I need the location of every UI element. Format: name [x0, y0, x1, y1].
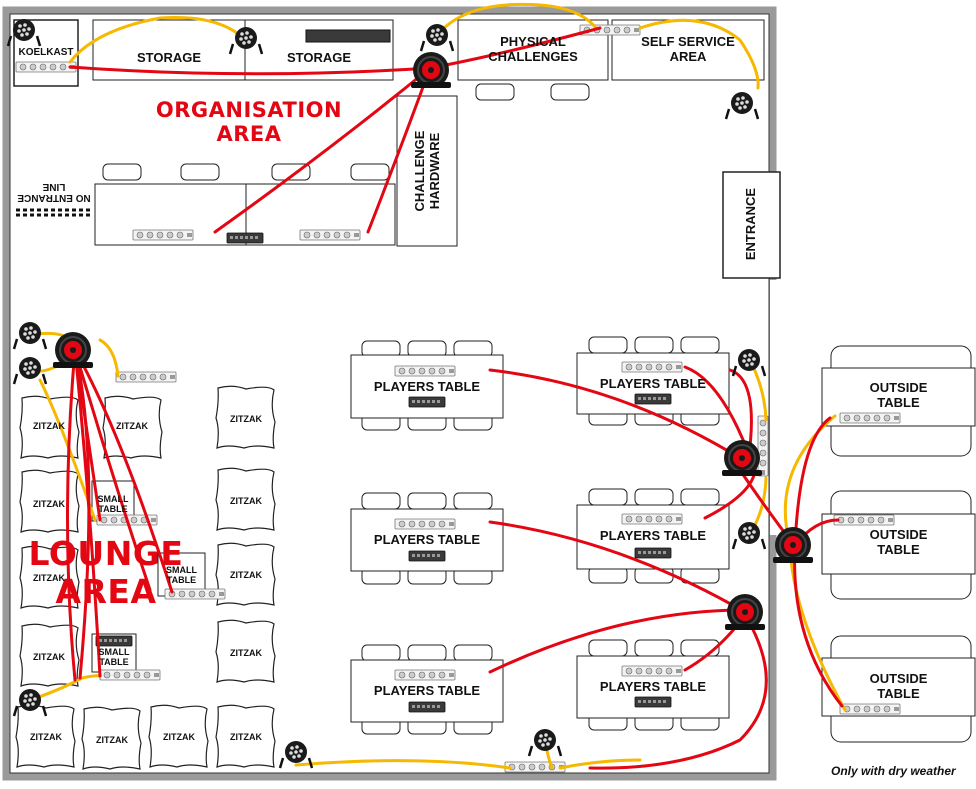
outside-table-2: [821, 490, 976, 600]
entrance-box: [722, 171, 781, 279]
organisation-area-label: ORGANISATION AREA: [155, 97, 343, 146]
storage-label-1: STORAGE: [136, 49, 202, 65]
outside-table-label-1: OUTSIDE TABLE: [869, 380, 928, 410]
zitzak-label: ZITZAK: [33, 651, 65, 662]
players-table-label-5: PLAYERS TABLE: [373, 682, 481, 698]
zitzak-label: ZITZAK: [230, 647, 262, 658]
outside-table-3: [821, 635, 976, 743]
players-table-1: [350, 340, 504, 431]
zitzak-label: ZITZAK: [116, 420, 148, 431]
outside-table-label-2: OUTSIDE TABLE: [869, 527, 928, 557]
small-table-label-2: SMALL TABLE: [166, 564, 197, 585]
lounge-area-label: LOUNGE AREA: [28, 534, 184, 611]
players-table-5: [350, 644, 504, 735]
zitzak-label: ZITZAK: [30, 731, 62, 742]
koelkast-label: KOELKAST: [18, 47, 74, 59]
players-table-label-2: PLAYERS TABLE: [599, 375, 707, 391]
outside-table-label-3: OUTSIDE TABLE: [869, 671, 928, 701]
players-table-label-3: PLAYERS TABLE: [373, 531, 481, 547]
players-table-label-1: PLAYERS TABLE: [373, 378, 481, 394]
players-table-3: [350, 492, 504, 585]
players-table-6: [576, 639, 730, 731]
players-table-2: [576, 336, 730, 426]
outside-table-1: [821, 345, 976, 457]
zitzak-label: ZITZAK: [163, 731, 195, 742]
zitzak-label: ZITZAK: [33, 498, 65, 509]
entrance-label: ENTRANCE: [742, 187, 758, 261]
storage-label-2: STORAGE: [286, 49, 352, 65]
cable-reel-organisation: [410, 51, 452, 89]
no-entrance-line-label: NO ENTRANCE LINE: [17, 181, 91, 204]
players-table-label-6: PLAYERS TABLE: [599, 678, 707, 694]
zitzak-label: ZITZAK: [230, 413, 262, 424]
players-table-4: [576, 488, 730, 584]
zitzak-label: ZITZAK: [33, 420, 65, 431]
zitzak-label: ZITZAK: [230, 731, 262, 742]
zitzak-label: ZITZAK: [33, 572, 65, 583]
challenge-hardware-label: CHALLENGE HARDWARE: [412, 130, 442, 212]
cable-reel-players-lower: [724, 593, 766, 631]
zitzak-label: ZITZAK: [96, 734, 128, 745]
small-table-label-3: SMALL TABLE: [98, 646, 130, 667]
players-table-label-4: PLAYERS TABLE: [599, 527, 707, 543]
small-table-label-1: SMALL TABLE: [97, 493, 129, 514]
cable-reel-lounge: [52, 331, 94, 369]
dry-weather-note: Only with dry weather: [831, 764, 956, 778]
challenge-hardware-room: [396, 95, 458, 247]
zitzak-label: ZITZAK: [230, 569, 262, 580]
self-service-label: SELF SERVICE AREA: [641, 34, 735, 64]
physical-challenges-label: PHYSICAL CHALLENGES: [488, 34, 578, 64]
cable-reel-players-upper: [721, 439, 763, 477]
zitzak-label: ZITZAK: [230, 495, 262, 506]
